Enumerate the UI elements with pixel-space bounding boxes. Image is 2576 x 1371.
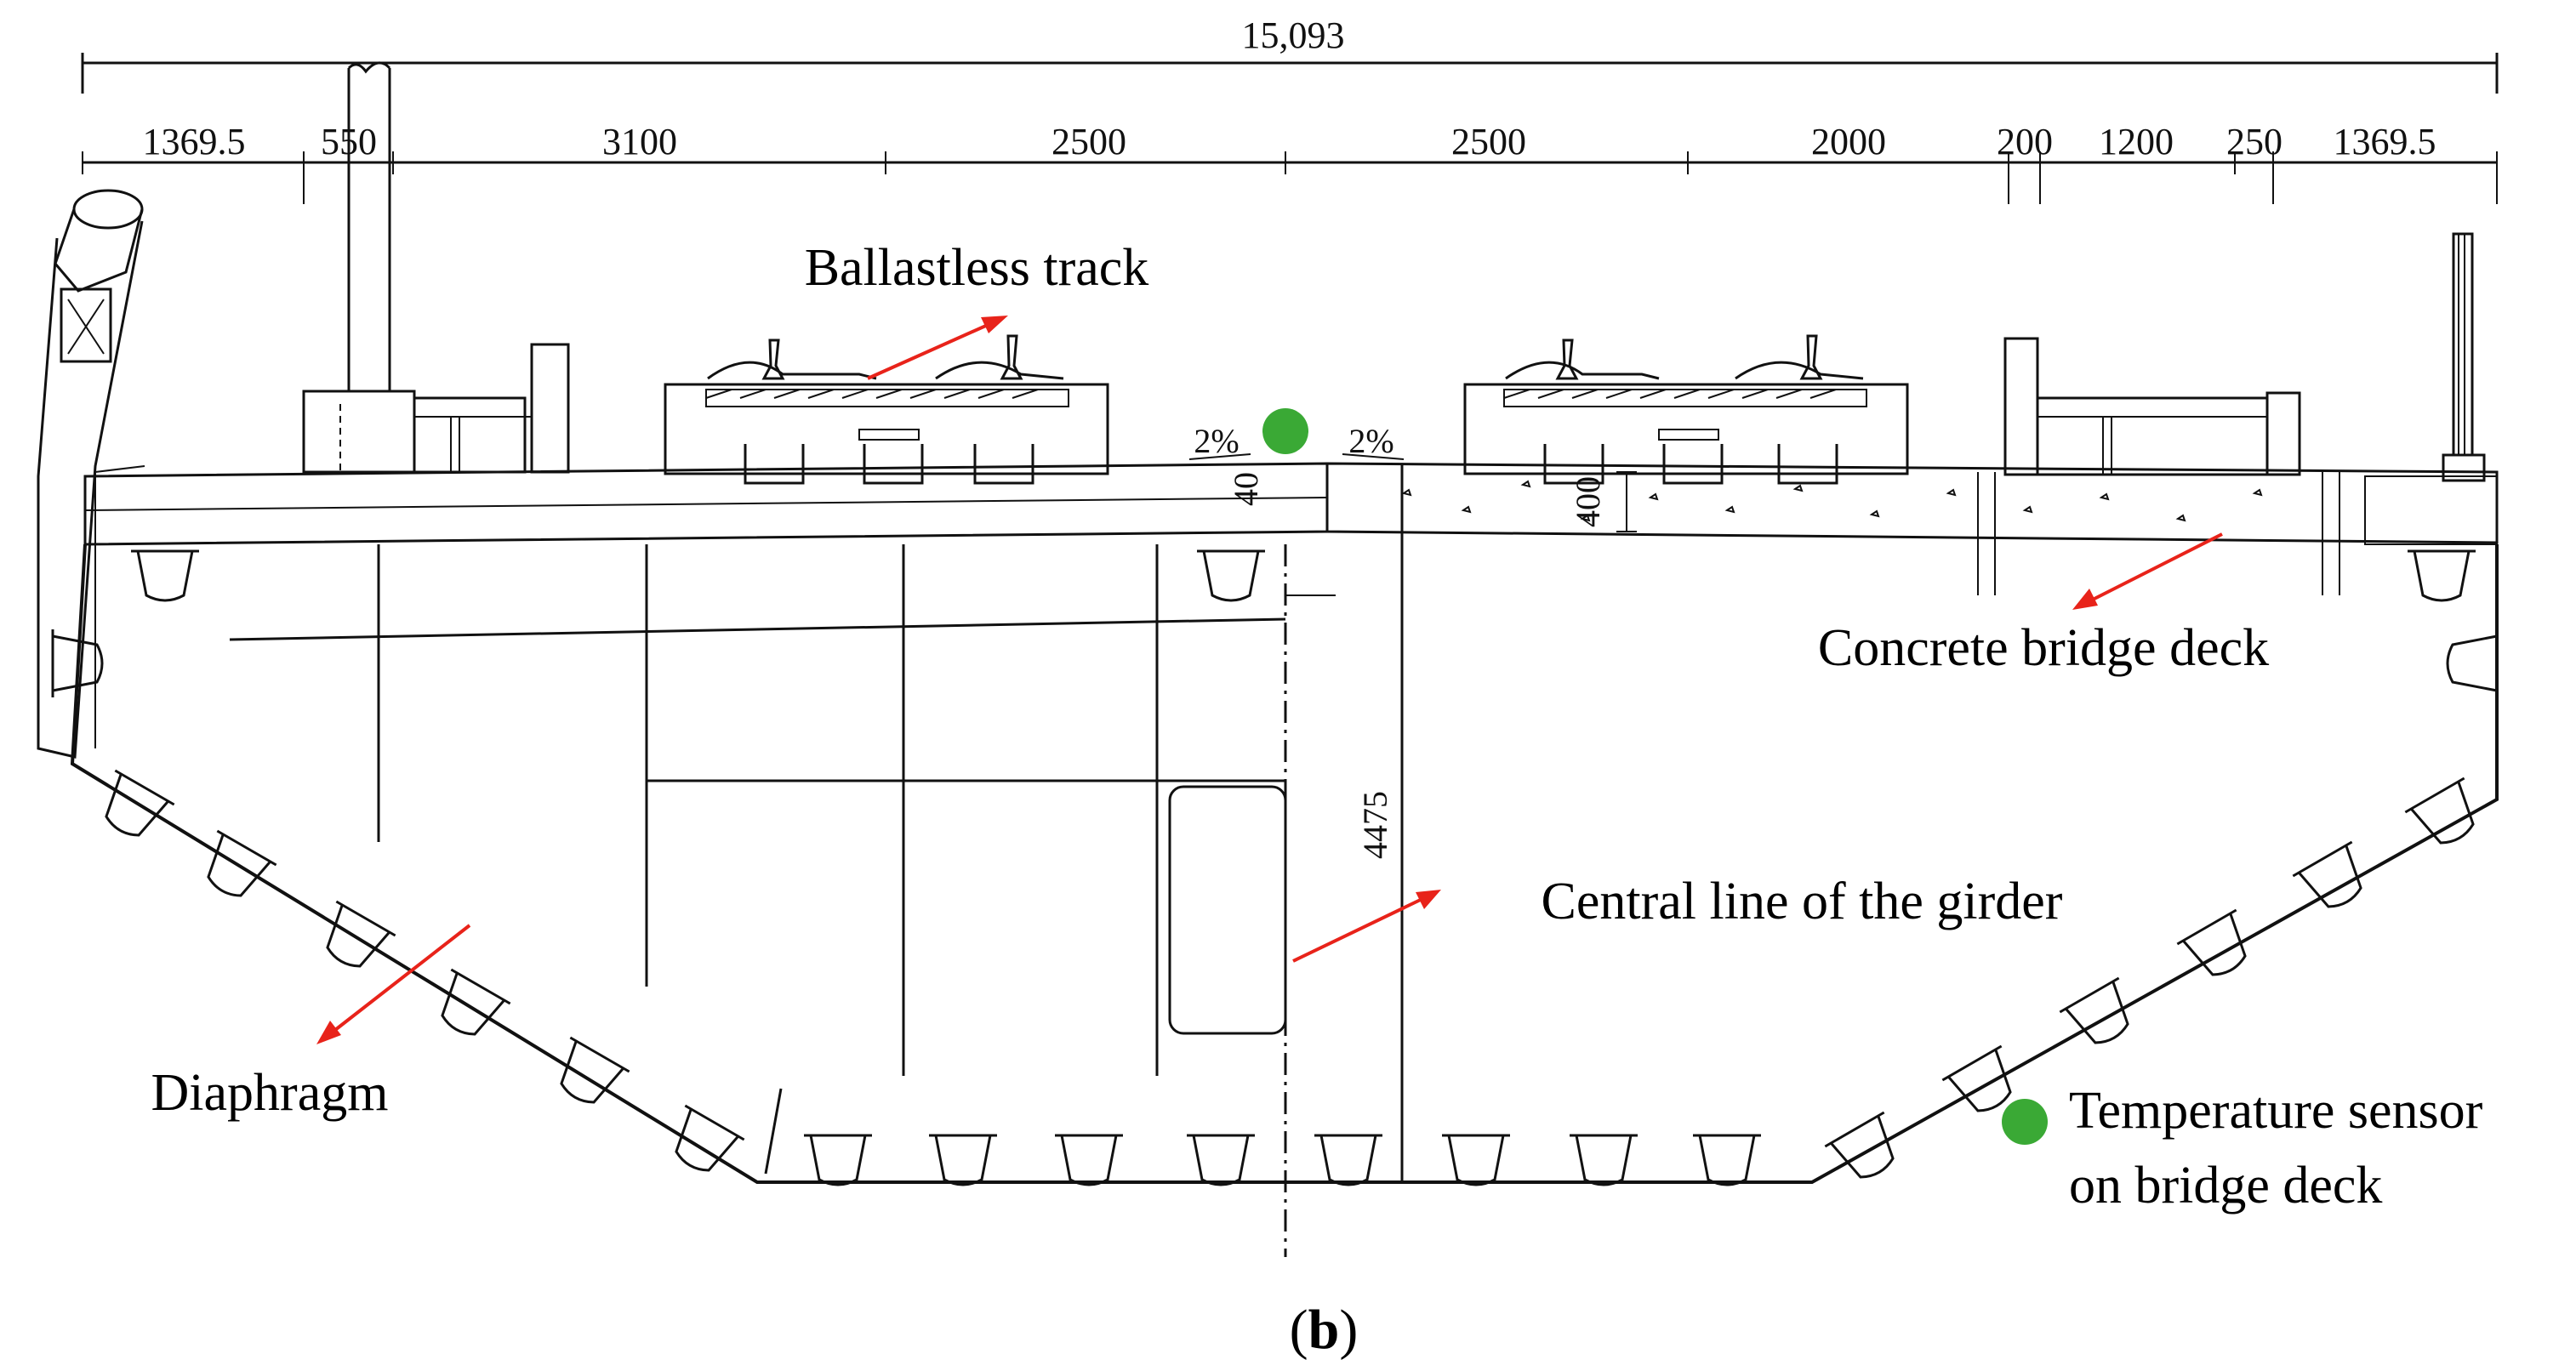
- dim-segment-7: 200: [1997, 121, 2053, 162]
- segment-dimensions: 1369.5 550 3100 2500 2500 2000 200 1200 …: [82, 121, 2498, 204]
- caption-letter: b: [1308, 1299, 1340, 1361]
- overall-dimension: 15,093: [81, 14, 2499, 94]
- left-ballastless-track: [664, 334, 1109, 485]
- diaphragm-label: Diaphragm: [151, 1064, 389, 1122]
- dim-segment-10: 1369.5: [2334, 121, 2436, 162]
- dim-segment-5: 2500: [1451, 121, 1526, 162]
- diaphragm-arrow: [316, 924, 471, 1044]
- deck-plate: [83, 462, 2499, 595]
- concrete-deck-label: Concrete bridge deck: [1818, 619, 2269, 677]
- slope-right-label: 2%: [1348, 422, 1393, 460]
- dim-segment-6: 2000: [1811, 121, 1886, 162]
- dim-segment-3: 3100: [602, 121, 677, 162]
- caption-open: (: [1290, 1299, 1308, 1361]
- dim-segment-8: 1200: [2099, 121, 2174, 162]
- right-ballastless-track: [1463, 334, 1909, 485]
- girder-depth-label: 4475: [1356, 791, 1394, 859]
- caption-close: ): [1339, 1299, 1358, 1361]
- sensor-legend-line1: Temperature sensor: [2069, 1082, 2483, 1140]
- overall-dimension-label: 15,093: [1242, 14, 1345, 56]
- small-mark-label: 40: [1227, 472, 1265, 506]
- central-line-arrow: [1292, 890, 1441, 963]
- concrete-deck-arrow: [2072, 532, 2223, 610]
- ballastless-track-arrow: [867, 316, 1008, 380]
- dim-segment-4: 2500: [1051, 121, 1126, 162]
- ballastless-track-label: Ballastless track: [805, 239, 1149, 297]
- left-barrier-pole: [302, 61, 570, 474]
- legend-sensor-marker: [2002, 1099, 2048, 1145]
- sensor-legend-line2: on bridge deck: [2069, 1157, 2382, 1215]
- slope-left-label: 2%: [1194, 422, 1239, 460]
- dim-segment-9: 250: [2226, 121, 2282, 162]
- deck-thickness-label: 400: [1569, 476, 1607, 527]
- figure-caption: (b): [1290, 1299, 1359, 1361]
- deck-temperature-sensor: [1262, 408, 1308, 454]
- right-barrier: [2003, 232, 2486, 482]
- dim-segment-1: 1369.5: [143, 121, 246, 162]
- girder-depth-dimension: 4475: [1356, 791, 1394, 859]
- deck-thickness-dimension: 400: [1569, 471, 1637, 532]
- box-girder-outline: [70, 464, 2499, 1257]
- central-line-label: Central line of the girder: [1542, 873, 2063, 930]
- left-railing: [37, 189, 145, 759]
